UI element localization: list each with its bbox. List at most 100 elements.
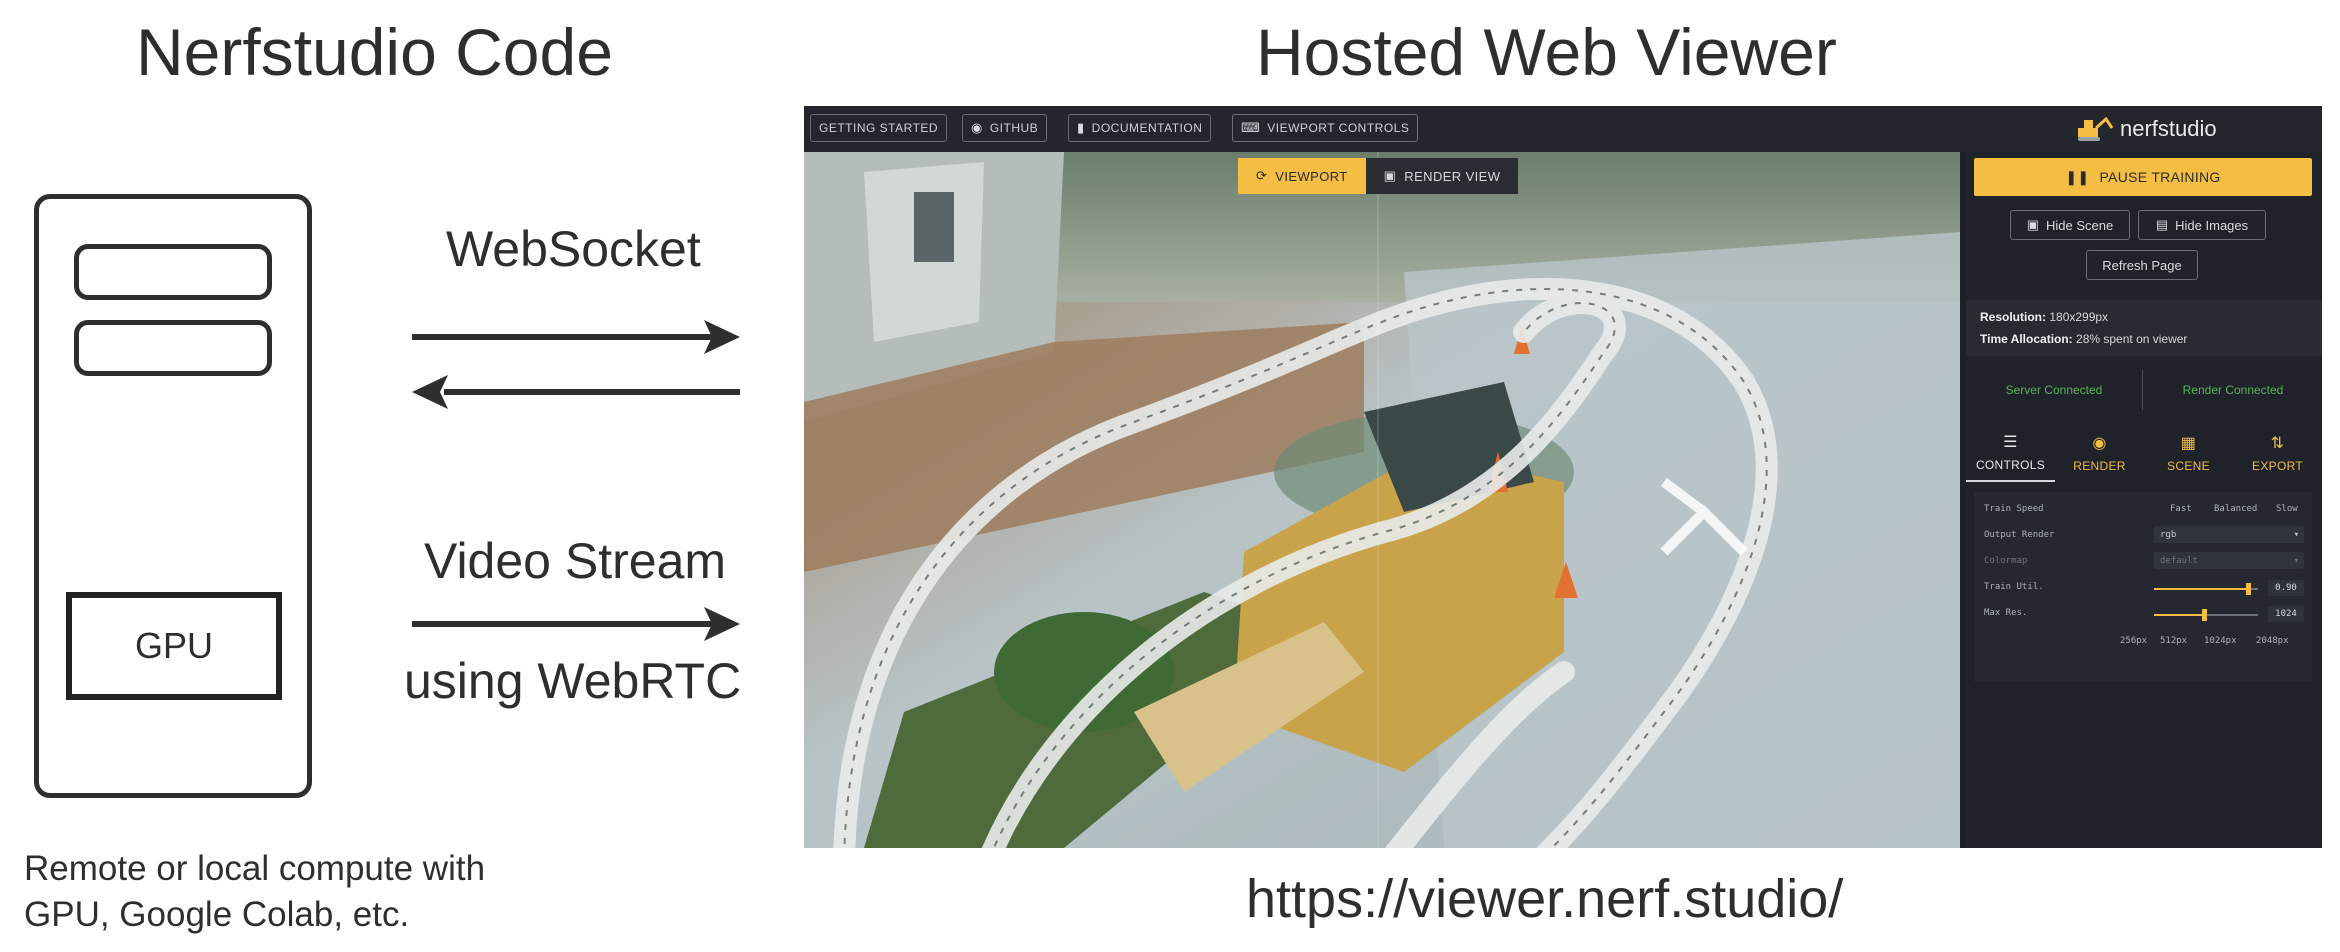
tab-render-view-label: RENDER VIEW	[1404, 168, 1501, 184]
train-util-input[interactable]: 0.90	[2268, 580, 2304, 596]
viewer-url[interactable]: https://viewer.nerf.studio/	[1246, 869, 1844, 929]
resolution-readout: Resolution: 180x299px	[1980, 310, 2108, 324]
right-title: Hosted Web Viewer	[1256, 15, 1837, 89]
control-panel: ❚❚ PAUSE TRAINING ▣ Hide Scene ▤ Hide Image…	[1966, 152, 2322, 848]
speed-fast-option[interactable]: Fast	[2170, 504, 2192, 514]
document-icon: ▮	[1077, 120, 1085, 135]
speed-balanced-option[interactable]: Balanced	[2214, 504, 2258, 514]
brand-name: nerfstudio	[2120, 116, 2217, 141]
max-res-fill	[2154, 614, 2204, 616]
viewport-controls-button[interactable]: ⌨ VIEWPORT CONTROLS	[1232, 114, 1419, 142]
documentation-button[interactable]: ▮ DOCUMENTATION	[1068, 114, 1212, 142]
res-tick-256: 256px	[2120, 636, 2148, 646]
output-render-value: rgb	[2160, 529, 2177, 540]
server-status: Server Connected	[1966, 370, 2143, 410]
websocket-label: WebSocket	[446, 221, 701, 277]
excavator-icon	[2078, 116, 2114, 141]
tab-export[interactable]: ⇅ EXPORT	[2233, 424, 2322, 482]
viewport-controls-label: VIEWPORT CONTROLS	[1267, 121, 1410, 135]
output-render-select[interactable]: rgb	[2154, 526, 2304, 543]
res-tick-2048: 2048px	[2256, 636, 2289, 646]
tab-export-label: EXPORT	[2252, 459, 2303, 473]
max-res-handle[interactable]	[2202, 609, 2207, 621]
tab-viewport[interactable]: ⟳ VIEWPORT	[1238, 158, 1366, 194]
panel-tabs: ☰ CONTROLS ◉ RENDER ▦ SCENE ⇅ EXPORT	[1966, 424, 2322, 482]
websocket-arrowhead-left	[412, 375, 448, 409]
sliders-icon: ☰	[2003, 434, 2018, 451]
colormap-value: default	[2160, 555, 2198, 566]
stats-box: Resolution: 180x299px Time Allocation: 2…	[1966, 300, 2322, 356]
view-tabs: ⟳ VIEWPORT ▣ RENDER VIEW	[1238, 158, 1519, 194]
output-render-label: Output Render	[1984, 530, 2055, 540]
caption-line-1: Remote or local compute with	[24, 849, 486, 888]
res-tick-1024: 1024px	[2204, 636, 2237, 646]
res-tick-512: 512px	[2160, 636, 2188, 646]
refresh-page-label: Refresh Page	[2102, 257, 2182, 273]
train-util-label: Train Util.	[1984, 582, 2044, 592]
tab-render-label: RENDER	[2073, 459, 2126, 473]
train-util-handle[interactable]	[2246, 583, 2251, 595]
web-viewer: GETTING STARTED ◉ GITHUB ▮ DOCUMENTATION ⌨…	[804, 106, 2322, 848]
colormap-label: Colormap	[1984, 556, 2028, 566]
sort-arrows-icon: ⇅	[2270, 435, 2285, 452]
tab-scene-label: SCENE	[2167, 459, 2210, 473]
gpu-label: GPU	[134, 625, 213, 666]
left-title: Nerfstudio Code	[136, 15, 613, 89]
server-box	[34, 194, 312, 798]
tab-render[interactable]: ◉ RENDER	[2055, 424, 2144, 482]
image-icon: ▤	[2155, 217, 2169, 232]
caption-line-2: GPU, Google Colab, etc.	[24, 895, 410, 934]
tab-scene[interactable]: ▦ SCENE	[2144, 424, 2233, 482]
time-allocation-readout: Time Allocation: 28% spent on viewer	[1980, 332, 2187, 346]
focus-icon: ▣	[2026, 217, 2040, 232]
pause-training-label: PAUSE TRAINING	[2099, 169, 2221, 185]
websocket-arrowhead-right	[704, 320, 740, 354]
nerfstudio-logo: nerfstudio	[2076, 112, 2217, 146]
grid-icon: ▦	[2180, 435, 2197, 452]
pause-icon: ❚❚	[2065, 168, 2090, 185]
max-res-input[interactable]: 1024	[2268, 606, 2304, 622]
render-status: Render Connected	[2182, 383, 2284, 397]
time-allocation-key: Time Allocation:	[1980, 332, 2073, 346]
server-drive-slot	[74, 320, 272, 376]
max-res-label: Max Res.	[1984, 608, 2028, 618]
video-camera-icon: ▣	[1383, 168, 1397, 183]
keyboard-icon: ⌨	[1241, 120, 1261, 135]
github-label: GITHUB	[989, 121, 1039, 135]
rotate-icon: ⟳	[1256, 168, 1268, 183]
tab-viewport-label: VIEWPORT	[1275, 168, 1348, 184]
tab-controls-label: CONTROLS	[1975, 458, 2046, 472]
camera-icon: ◉	[2092, 435, 2107, 452]
speed-slow-option[interactable]: Slow	[2276, 504, 2298, 514]
tab-controls[interactable]: ☰ CONTROLS	[1966, 424, 2055, 482]
refresh-page-button[interactable]: Refresh Page	[2086, 250, 2198, 280]
scene-render	[804, 152, 1960, 848]
colormap-select[interactable]: default	[2154, 552, 2304, 569]
hide-images-label: Hide Images	[2175, 217, 2249, 233]
getting-started-button[interactable]: GETTING STARTED	[810, 114, 948, 142]
train-util-fill	[2154, 588, 2248, 590]
getting-started-label: GETTING STARTED	[819, 121, 939, 135]
time-allocation-value: 28% spent on viewer	[2076, 332, 2188, 346]
github-icon: ◉	[971, 120, 983, 135]
video-arrowhead	[704, 607, 740, 641]
resolution-value: 180x299px	[2049, 310, 2109, 324]
video-stream-label: Video Stream	[424, 533, 727, 589]
documentation-label: DOCUMENTATION	[1091, 121, 1203, 135]
server-drive-slot	[74, 244, 272, 300]
connection-arrows	[412, 320, 740, 641]
gpu-box: GPU	[66, 592, 282, 700]
viewport-scene[interactable]	[804, 152, 1960, 848]
controls-section: Train Speed Fast Balanced Slow Output Re…	[1974, 492, 2312, 682]
viewer-top-bar: GETTING STARTED ◉ GITHUB ▮ DOCUMENTATION ⌨…	[804, 106, 2322, 152]
train-speed-label: Train Speed	[1984, 504, 2044, 514]
tab-render-view[interactable]: ▣ RENDER VIEW	[1365, 158, 1519, 194]
compute-caption: Remote or local compute with GPU, Google…	[24, 846, 485, 938]
pause-training-button[interactable]: ❚❚ PAUSE TRAINING	[1974, 158, 2312, 196]
resolution-key: Resolution:	[1980, 310, 2046, 324]
hide-scene-button[interactable]: ▣ Hide Scene	[2010, 210, 2130, 240]
github-button[interactable]: ◉ GITHUB	[962, 114, 1048, 142]
hide-scene-label: Hide Scene	[2046, 217, 2114, 233]
hide-images-button[interactable]: ▤ Hide Images	[2138, 210, 2266, 240]
webrtc-label: using WebRTC	[404, 653, 742, 709]
